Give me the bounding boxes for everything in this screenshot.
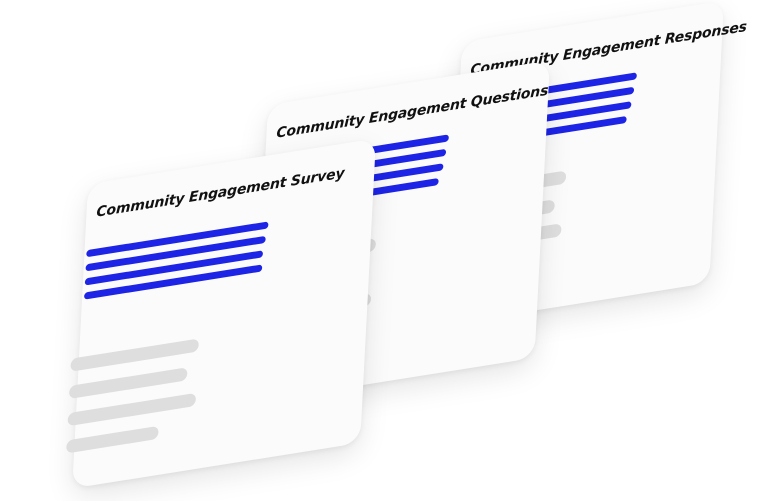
placeholder-line xyxy=(70,338,199,372)
survey-card: Community Engagement Survey xyxy=(66,138,376,489)
card-title: Community Engagement Questions xyxy=(276,82,549,142)
placeholder-line xyxy=(66,425,159,454)
placeholder-line xyxy=(68,367,188,400)
card-title: Community Engagement Survey xyxy=(96,165,345,221)
placeholder-line xyxy=(67,392,197,427)
